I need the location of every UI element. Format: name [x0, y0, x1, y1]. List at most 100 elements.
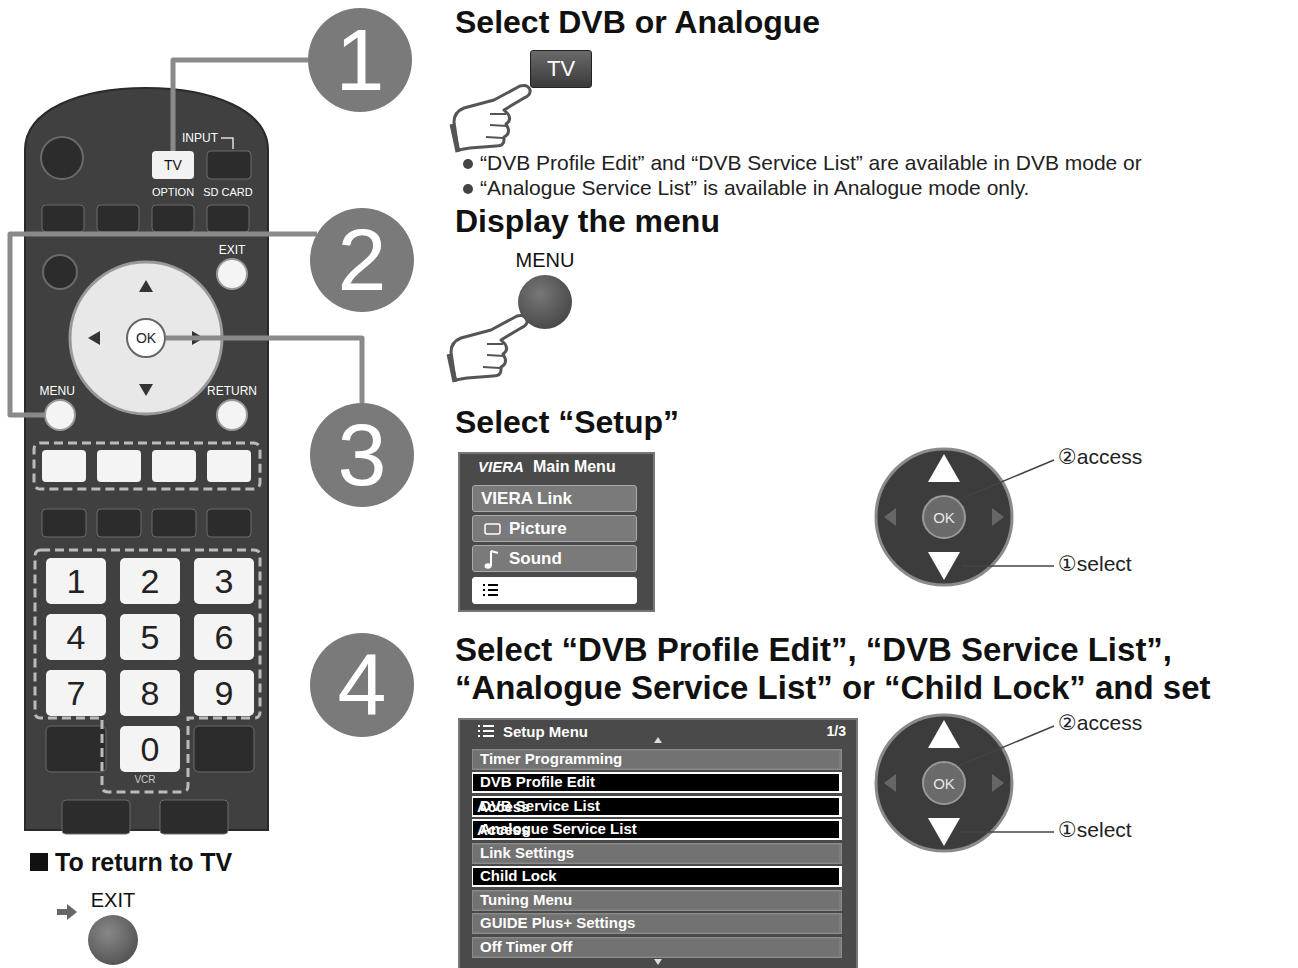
menu-item: VIERA Link: [472, 485, 637, 512]
input-button: [207, 151, 251, 179]
pointing-hand: [452, 86, 530, 153]
step-number: 2: [310, 208, 414, 312]
connector-line: [10, 234, 317, 415]
menu-row-disabled: Off Timer Off: [472, 937, 842, 958]
dial-pad: [876, 715, 1012, 851]
node-text: TV: [547, 56, 575, 82]
node-text: Tuning Menu: [473, 891, 660, 908]
node-text: EXIT: [91, 889, 135, 912]
node-text: Setup Menu: [503, 723, 588, 740]
menu-row: DVB Service ListAccess: [472, 796, 842, 817]
node-subtext: Access: [477, 798, 530, 815]
menu-item: Sound: [472, 545, 637, 572]
node-text: VIERA: [478, 458, 524, 475]
note-text: “Analogue Service List” is available in …: [480, 176, 1029, 200]
ok-button-icon: OK: [922, 495, 966, 539]
dial-pad: [876, 449, 1012, 585]
node-text: 1: [67, 562, 86, 601]
colour-buttons: [42, 450, 251, 482]
step-heading: Select DVB or Analogue: [455, 4, 820, 41]
number-key: 0: [120, 726, 180, 772]
number-key: 1: [46, 558, 106, 604]
node-text: Off Timer Off: [473, 938, 660, 955]
menu-row-disabled: Timer Programming: [472, 749, 842, 770]
square-bullet: [30, 853, 48, 871]
exit-button-icon: EXIT: [88, 915, 138, 965]
button-caption: OPTION: [152, 186, 194, 198]
number-key: 6: [194, 614, 254, 660]
button-caption: SD CARD: [203, 186, 253, 198]
picture-icon: [485, 524, 500, 534]
node-text: 5: [141, 618, 160, 657]
menu-item-selected: Setup: [472, 577, 637, 604]
menu-item: Picture: [472, 515, 637, 542]
remote-round-button: EXIT: [216, 258, 248, 290]
setup-icon: [478, 726, 494, 736]
node-text: Timer Programming: [473, 750, 660, 767]
node-text: 2: [338, 216, 387, 304]
connector-line: [166, 338, 362, 403]
number-key: 2: [120, 558, 180, 604]
sound-icon: [491, 551, 498, 566]
step-heading: Select “DVB Profile Edit”, “DVB Service …: [455, 631, 1298, 707]
node-text: OK: [933, 509, 955, 526]
callout-label: ②access: [1058, 711, 1142, 735]
sound-icon: [485, 563, 492, 569]
callout-label: ①select: [1058, 818, 1132, 842]
pointing-hand: [449, 316, 527, 383]
ok-button-icon: OK: [922, 761, 966, 805]
bullet-dot: [463, 184, 473, 194]
section-heading: To return to TV: [55, 848, 232, 877]
remote-button: TV: [152, 151, 194, 179]
callout-label: ②access: [1058, 445, 1142, 469]
node-text: VIERA Link: [481, 489, 572, 509]
power-button: [41, 137, 83, 179]
step-number: 1: [308, 8, 412, 112]
step-heading: Display the menu: [455, 203, 720, 240]
tv-button-icon: TV: [530, 50, 592, 88]
dark-buttons: [42, 509, 254, 834]
row-value-bar: Access: [473, 821, 839, 838]
menu-row-disabled: Link Settings: [472, 843, 842, 864]
node-text: 3: [338, 411, 387, 499]
menu-row-disabled: GUIDE Plus+ Settings: [472, 913, 842, 934]
note-text: “DVB Profile Edit” and “DVB Service List…: [480, 151, 1142, 175]
input-bracket: [221, 138, 233, 149]
connector-line: [173, 60, 308, 151]
remote-round-button: RETURN: [216, 399, 248, 431]
node-text: 2: [141, 562, 160, 601]
node-text: Setup: [509, 581, 556, 601]
node-text: 3: [215, 562, 234, 601]
step-number: 3: [310, 403, 414, 507]
node-text: 9: [215, 674, 234, 713]
node-text: 6: [215, 618, 234, 657]
node-text: Picture: [509, 519, 567, 539]
remote-body: [25, 88, 268, 830]
button-caption: INPUT: [182, 131, 218, 145]
setup-menu-panel: Setup Menu1/3Timer ProgrammingDVB Profil…: [458, 718, 858, 968]
scroll-arrow: [654, 737, 662, 965]
menu-row: Child Lock: [472, 866, 842, 887]
node-text: MENU: [40, 384, 75, 398]
node-text: Sound: [509, 549, 562, 569]
node-text: TV: [164, 157, 182, 173]
node-text: GUIDE Plus+ Settings: [473, 914, 660, 931]
node-text: MENU: [516, 249, 575, 272]
button-caption: VCR: [134, 774, 155, 785]
node-text: EXIT: [219, 243, 246, 257]
number-key: 4: [46, 614, 106, 660]
node-text: RETURN: [207, 384, 257, 398]
node-text: 1: [336, 16, 385, 104]
node-subtext: 1/3: [827, 723, 846, 739]
menu-button-icon: MENU: [518, 275, 572, 329]
step-heading: Select “Setup”: [455, 404, 679, 441]
dashed-bracket: [35, 550, 260, 792]
number-key: 3: [194, 558, 254, 604]
menu-row-disabled: Tuning Menu: [472, 890, 842, 911]
node-text: OK: [933, 775, 955, 792]
node-text: 0: [141, 730, 160, 769]
node-text: OK: [136, 330, 156, 346]
small-arrow: [57, 904, 77, 920]
number-key: 5: [120, 614, 180, 660]
